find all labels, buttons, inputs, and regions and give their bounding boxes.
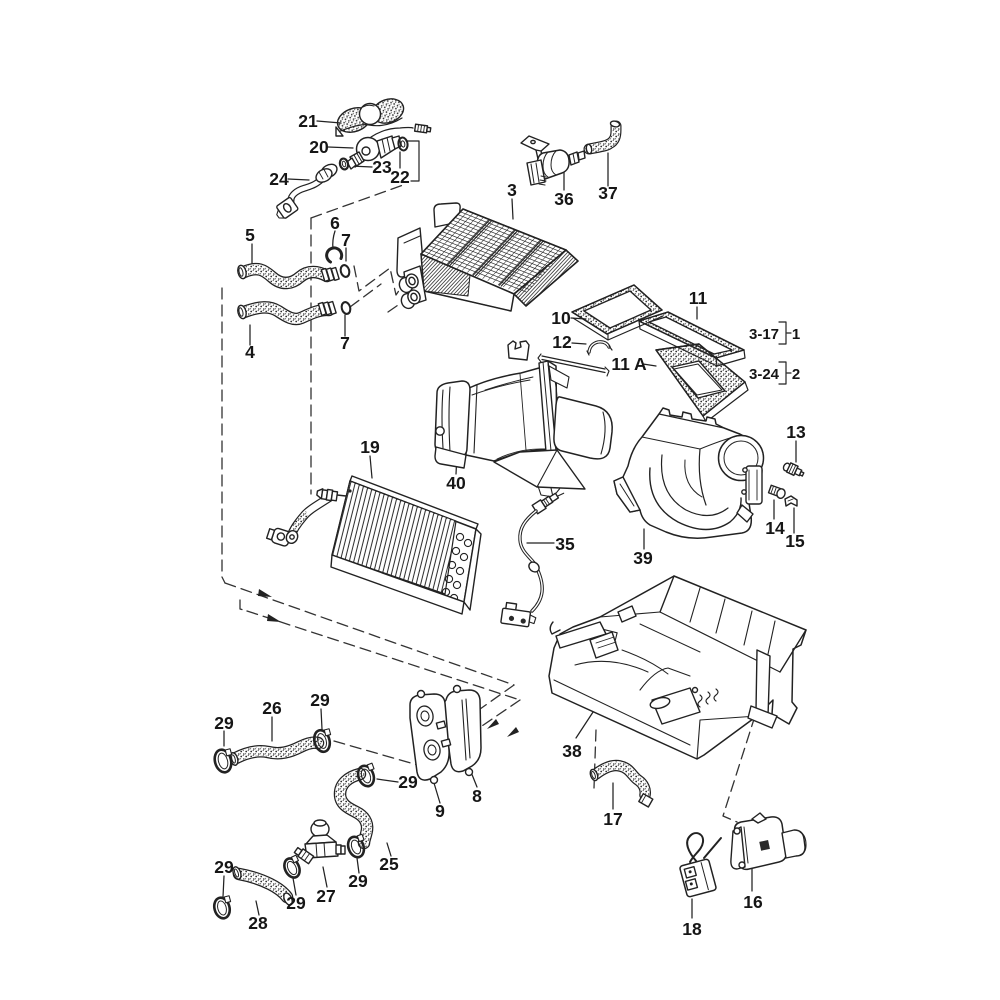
svg-text:6: 6 <box>330 213 340 233</box>
svg-text:29: 29 <box>348 871 368 891</box>
svg-text:8: 8 <box>472 786 482 806</box>
svg-text:29: 29 <box>214 857 234 877</box>
svg-text:7: 7 <box>340 333 350 353</box>
svg-text:16: 16 <box>743 892 763 912</box>
svg-text:12: 12 <box>552 332 572 352</box>
svg-text:3: 3 <box>507 180 517 200</box>
svg-text:1: 1 <box>792 326 800 343</box>
svg-text:10: 10 <box>551 308 571 328</box>
svg-text:4: 4 <box>245 342 255 362</box>
svg-text:20: 20 <box>309 137 329 157</box>
svg-text:27: 27 <box>316 886 335 906</box>
svg-text:40: 40 <box>446 473 466 493</box>
svg-text:36: 36 <box>554 189 574 209</box>
svg-text:39: 39 <box>633 548 653 568</box>
svg-text:15: 15 <box>785 531 805 551</box>
svg-text:29: 29 <box>398 772 418 792</box>
svg-text:17: 17 <box>603 809 622 829</box>
svg-text:11: 11 <box>689 288 708 308</box>
svg-text:28: 28 <box>248 913 268 933</box>
svg-text:35: 35 <box>555 534 575 554</box>
svg-text:3-17: 3-17 <box>749 326 779 343</box>
svg-text:2: 2 <box>792 366 800 383</box>
svg-text:19: 19 <box>360 437 380 457</box>
svg-text:14: 14 <box>765 518 785 538</box>
svg-text:22: 22 <box>390 167 410 187</box>
svg-text:18: 18 <box>682 919 702 939</box>
svg-text:25: 25 <box>379 854 399 874</box>
svg-text:9: 9 <box>435 801 445 821</box>
svg-text:3-24: 3-24 <box>749 366 780 383</box>
svg-text:37: 37 <box>598 183 617 203</box>
svg-text:23: 23 <box>372 157 392 177</box>
svg-text:11 A: 11 A <box>611 354 647 374</box>
svg-text:7: 7 <box>341 230 351 250</box>
svg-text:29: 29 <box>214 713 234 733</box>
svg-text:38: 38 <box>562 741 582 761</box>
svg-text:29: 29 <box>310 690 330 710</box>
svg-text:26: 26 <box>262 698 282 718</box>
svg-text:21: 21 <box>298 111 318 131</box>
svg-text:24: 24 <box>269 169 289 189</box>
svg-text:13: 13 <box>786 422 806 442</box>
svg-text:5: 5 <box>245 225 255 245</box>
svg-text:29: 29 <box>286 893 306 913</box>
